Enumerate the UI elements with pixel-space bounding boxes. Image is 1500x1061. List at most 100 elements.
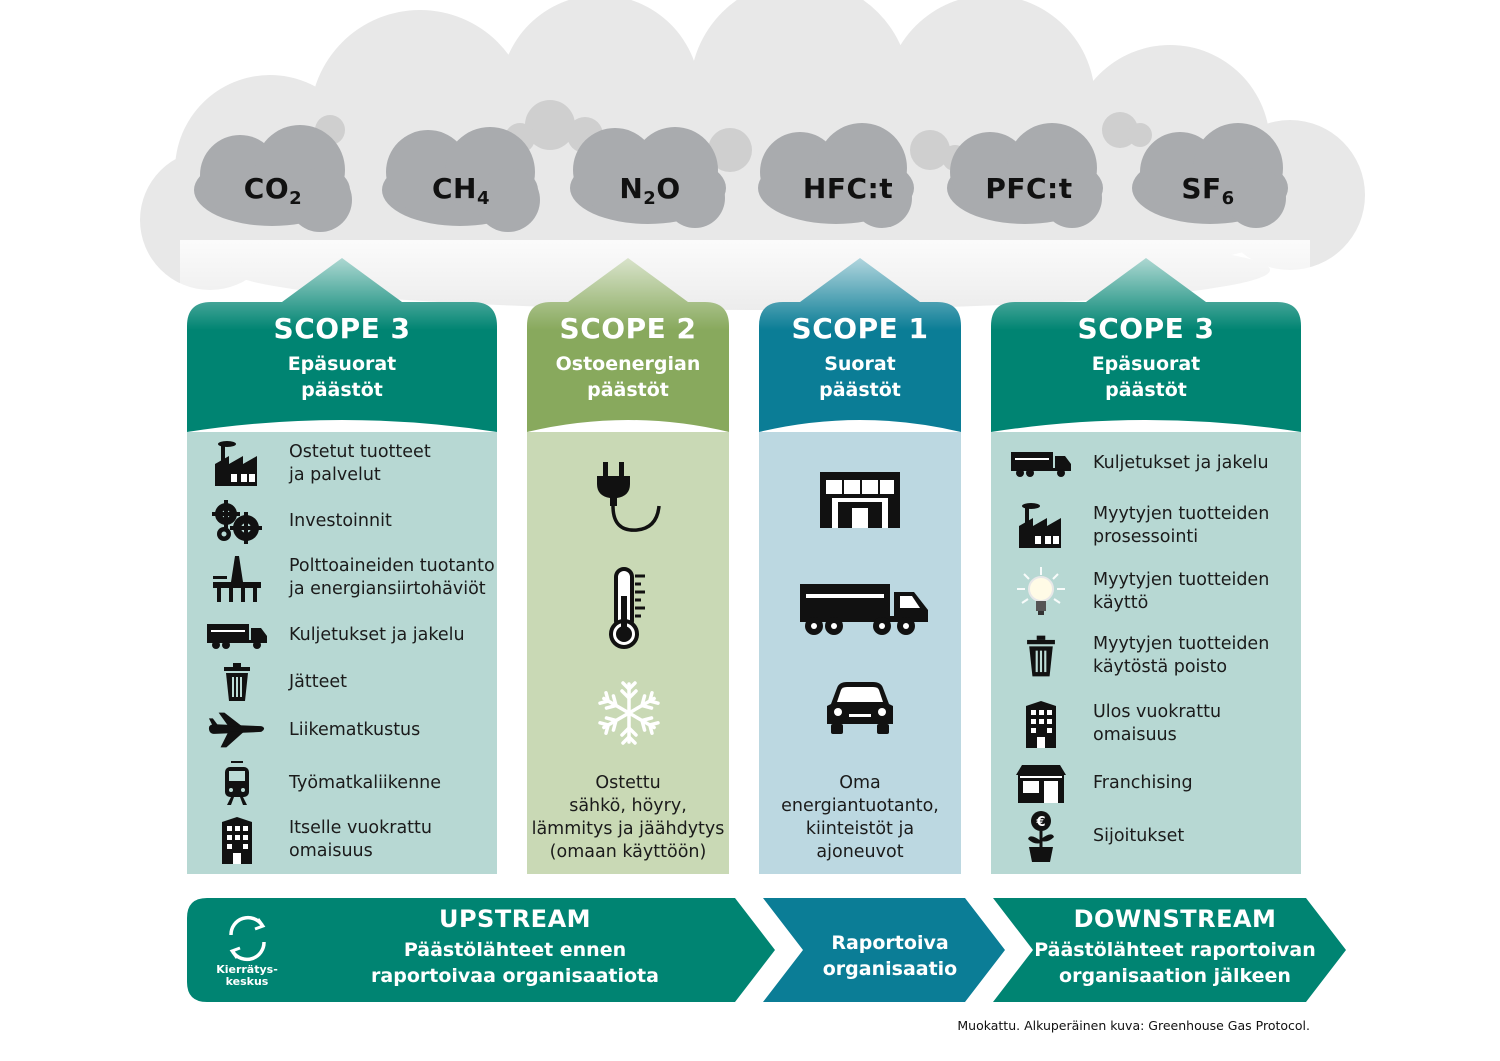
fog-overlay [180,240,1310,330]
item-label-line1: Ulos vuokrattu [1093,702,1222,722]
scope-subtitle-line2: päästöt [301,379,383,401]
gas-cloud-ch4 [382,127,540,232]
gears-icon [207,494,267,548]
thermometer-icon [609,567,645,649]
truck-icon [207,608,267,662]
scope1-description: Oma energiantuotanto, kiinteistöt ja ajo… [759,772,961,864]
kierratyskeskus-logo: Kierrätys- keskus [212,964,282,988]
gas-label-pfc: PFC:t [985,172,1073,205]
oil-rig-icon [207,551,267,605]
gas-label-n2o: N2O [619,172,681,209]
gas-cloud-pfc [947,123,1103,228]
gas-label-ch4: CH4 [431,172,490,209]
text-line: sähkö, höyry, [569,796,687,816]
scope-title: SCOPE 2 [559,312,697,345]
snowflake-icon [598,681,660,745]
text-line: kiinteistöt ja [805,819,915,839]
light-bulb-icon [1011,565,1071,619]
upstream-title: UPSTREAM [438,905,592,933]
item-label-line2: käytöstä poisto [1093,657,1228,677]
scope-subtitle-line1: Epäsuorat [1091,353,1201,375]
scope2-description: Ostettu sähkö, höyry, lämmitys ja jäähdy… [527,772,729,864]
plug-icon [597,462,661,532]
item-label-line1: Franchising [1093,772,1193,793]
scope-subtitle-line2: päästöt [819,379,901,401]
item-label-line1: Sijoitukset [1093,825,1185,846]
column-head-upstream [187,258,497,432]
euro-plant-icon: € [1011,809,1071,863]
list-item: Myytyjen tuotteiden käytöstä poisto [1011,629,1303,683]
text-line: lämmitys ja jäähdytys [531,819,725,839]
downstream-title: DOWNSTREAM [1073,905,1277,933]
item-label-line1: Polttoaineiden tuotanto [289,556,495,576]
item-label-line2: ja energiansiirtohäviöt [289,579,486,599]
shop-icon [1011,756,1071,810]
gas-label-hfc: HFC:t [802,172,894,205]
building-icon [1011,697,1071,751]
reporting-line1: Raportoiva [831,932,949,954]
upstream-line2: raportoivaa organisaatiota [371,965,659,987]
factory-icon [207,437,267,491]
truck-icon [800,584,928,635]
building-icon [207,813,267,867]
list-item: € Sijoitukset [1011,809,1303,863]
scope-title: SCOPE 1 [791,312,929,345]
list-item: Työmatkaliikenne [207,756,499,810]
upstream-line1: Päästölähteet ennen [403,939,627,961]
item-label-line1: Liikematkustus [289,719,421,740]
scope-title: SCOPE 3 [273,312,411,345]
list-item: Investoinnit [207,494,499,548]
gas-cloud-n2o [570,127,726,228]
item-label-line2: omaisuus [1093,725,1177,745]
column-head-downstream [991,258,1301,432]
source-footnote: Muokattu. Alkuperäinen kuva: Greenhouse … [957,1018,1310,1033]
text-line: energiantuotanto, [781,796,939,816]
kierratyskeskus-logo-icon [229,915,266,962]
scope-subtitle-line2: päästöt [587,379,669,401]
car-icon [827,682,893,734]
list-item: Kuljetukset ja jakelu [1011,436,1303,490]
svg-text:€: € [1035,815,1045,830]
train-icon [207,756,267,810]
text-line: ajoneuvot [816,842,904,862]
gas-clouds [194,123,1288,232]
trash-can-icon [207,655,267,709]
gas-cloud-hfc [758,123,914,228]
item-label-line1: Kuljetukset ja jakelu [289,624,465,645]
text-line: (omaan käyttöön) [549,842,707,862]
item-label-line1: Myytyjen tuotteiden [1093,504,1270,524]
list-item: Kuljetukset ja jakelu [207,608,499,662]
downstream-line1: Päästölähteet raportoivan [1034,939,1316,961]
list-item: Liikematkustus [207,703,499,757]
item-label-line1: Myytyjen tuotteiden [1093,570,1270,590]
item-label-line2: prosessointi [1093,527,1199,547]
item-label-line2: omaisuus [289,841,373,861]
item-label-line2: ja palvelut [289,465,381,485]
scope-subtitle-line1: Suorat [824,353,896,375]
item-label-line1: Investoinnit [289,510,392,531]
column-body-scope2 [527,432,729,874]
gas-cloud-co2 [194,125,352,232]
column-heading-scope1: SCOPE 1 Suorat päästöt [759,312,961,403]
list-item: Franchising [1011,756,1303,810]
upstream-arrow [187,898,775,1002]
logo-line1: Kierrätys- [216,963,278,976]
item-label-line1: Työmatkaliikenne [289,772,442,793]
upstream-label: UPSTREAM Päästölähteet ennen raportoivaa … [300,905,730,989]
item-label-line1: Myytyjen tuotteiden [1093,634,1270,654]
text-line: Oma [839,773,881,793]
warehouse-icon [820,472,900,528]
text-line: Ostettu [595,773,661,793]
item-label-line1: Jätteet [289,671,348,692]
scope-subtitle-line2: päästöt [1105,379,1187,401]
column-heading-upstream: SCOPE 3 Epäsuorat päästöt [187,312,497,403]
factory-icon [1011,499,1071,553]
item-label-line1: Kuljetukset ja jakelu [1093,452,1269,473]
scope-subtitle-line1: Epäsuorat [287,353,397,375]
